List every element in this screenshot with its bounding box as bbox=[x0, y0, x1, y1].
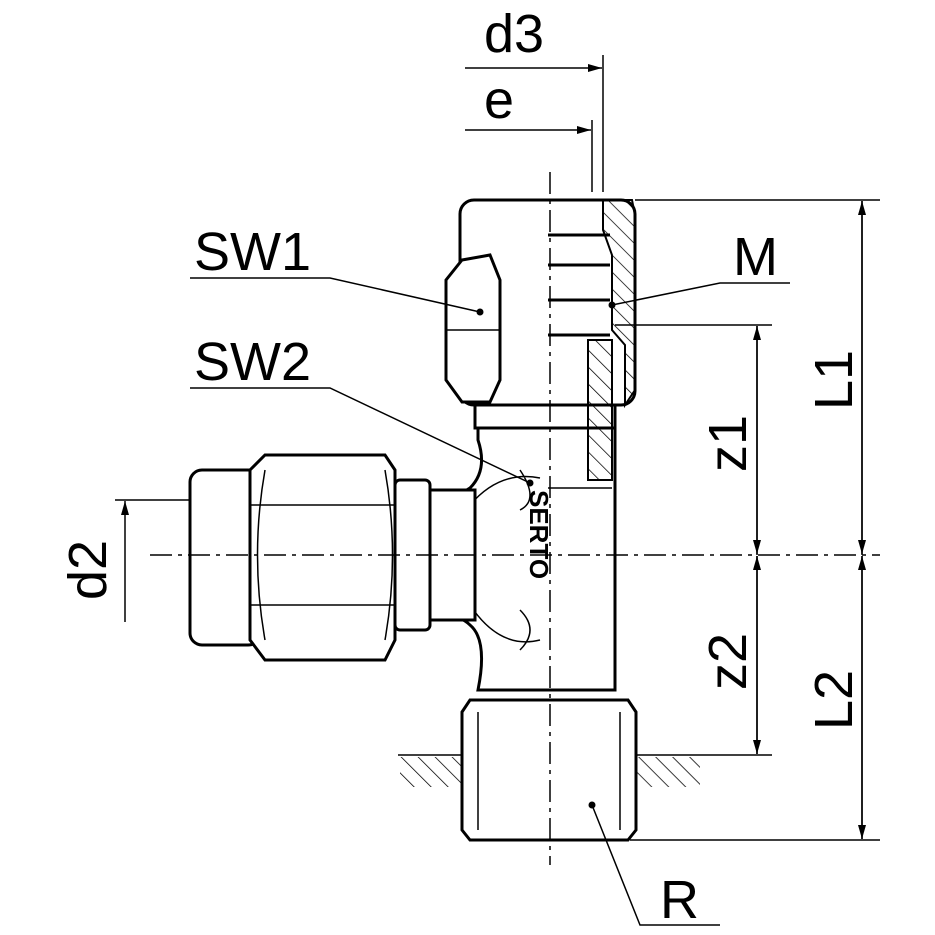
side-union-nut bbox=[188, 453, 477, 662]
label-e: e bbox=[484, 70, 514, 130]
label-sw1: SW1 bbox=[194, 222, 311, 282]
label-d2: d2 bbox=[58, 540, 118, 600]
dim-lengths bbox=[615, 199, 880, 841]
serto-logo: SERTO bbox=[524, 490, 554, 579]
label-m: M bbox=[733, 227, 778, 287]
label-sw2: SW2 bbox=[194, 332, 311, 392]
dim-d3-e bbox=[465, 55, 604, 192]
label-r: R bbox=[660, 870, 699, 930]
label-z2: z2 bbox=[698, 633, 758, 690]
male-thread bbox=[460, 698, 638, 842]
label-z1: z1 bbox=[698, 415, 758, 472]
dim-d2 bbox=[115, 499, 190, 622]
label-l1: L1 bbox=[804, 350, 864, 410]
label-l2: L2 bbox=[804, 670, 864, 730]
leaders bbox=[190, 277, 790, 926]
top-union-nut bbox=[444, 198, 637, 481]
label-d3: d3 bbox=[484, 4, 544, 64]
